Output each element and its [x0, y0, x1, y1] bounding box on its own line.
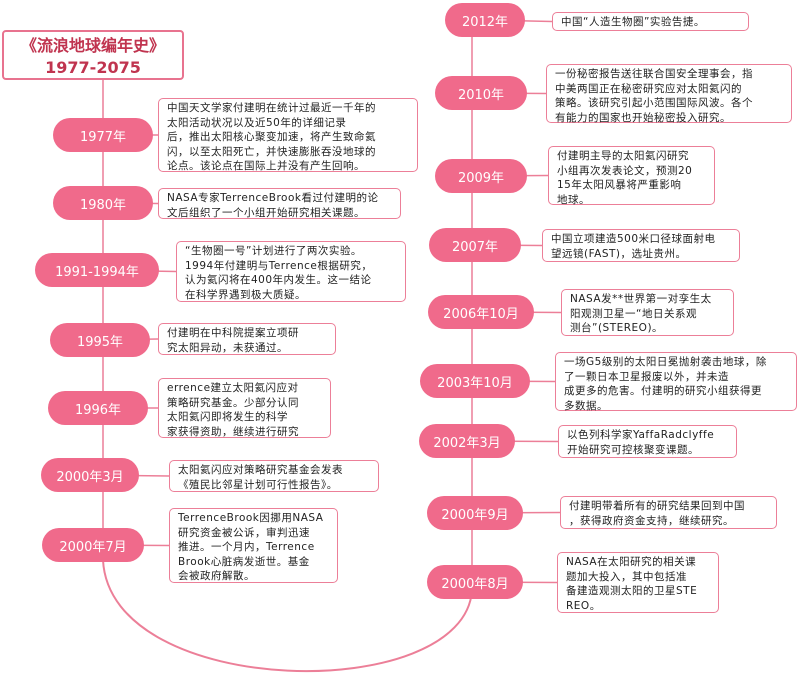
event-description: 中国天文学家付建明在统计过最近一千年的 太阳活动状况以及近50年的详细记录 后，…: [158, 98, 418, 172]
date-pill: 2012年: [445, 3, 525, 37]
event-description: NASA专家TerrenceBrook看过付建明的论 文后组织了一个小组开始研究…: [158, 188, 401, 219]
event-description: 付建明带着所有的研究结果回到中国 ，获得政府资金支持，继续研究。: [560, 496, 777, 529]
date-pill: 1977年: [53, 118, 153, 152]
date-pill: 2000年8月: [427, 565, 523, 599]
date-pill: 1980年: [53, 186, 153, 220]
event-description: 中国立项建造500米口径球面射电 望远镜(FAST)，选址贵州。: [542, 229, 740, 262]
date-pill: 2009年: [435, 159, 527, 193]
event-description: NASA在太阳研究的相关课 题加大投入，其中包括准 备建造观测太阳的卫星STE …: [557, 552, 719, 613]
title-years: 1977-2075: [45, 58, 141, 77]
event-description: errence建立太阳氦闪应对 策略研究基金。少部分认同 太阳氦闪即将发生的科学…: [158, 378, 331, 438]
event-description: 以色列科学家YaffaRadclyffe 开始研究可控核聚变课题。: [558, 425, 737, 458]
event-description: “生物圈一号”计划进行了两次实验。 1994年付建明与Terrence根据研究，…: [176, 241, 406, 302]
event-description: 中国“人造生物圈”实验告捷。: [552, 12, 749, 31]
date-pill: 2007年: [429, 228, 521, 262]
date-pill: 1995年: [50, 323, 150, 357]
event-description: 一场G5级别的太阳日冕抛射袭击地球，除 了一颗日本卫星报废以外，并未造 成更多的…: [555, 352, 797, 412]
event-description: NASA发**世界第一对孪生太 阳观测卫星一“地日关系观 测台”(STEREO)…: [561, 289, 734, 336]
date-pill: 1991-1994年: [35, 253, 159, 287]
date-pill: 2002年3月: [419, 424, 515, 458]
title-name: 《流浪地球编年史》: [20, 36, 165, 55]
event-description: 太阳氦闪应对策略研究基金会发表 《殖民比邻星计划可行性报告》。: [169, 460, 379, 492]
event-description: TerrenceBrook因挪用NASA 研究资金被公诉，审判迅速 推进。一个月…: [169, 508, 338, 583]
date-pill: 1996年: [48, 391, 148, 425]
date-pill: 2003年10月: [420, 364, 530, 398]
event-description: 付建明主导的太阳氦闪研究 小组再次发表论文，预测20 15年太阳风暴将严重影响 …: [548, 146, 715, 206]
event-description: 一份秘密报告送往联合国安全理事会，指 中美两国正在秘密研究应对太阳氦闪的 策略。…: [546, 64, 792, 124]
event-description: 付建明在中科院提案立项研 究太阳异动，未获通过。: [158, 323, 336, 355]
date-pill: 2000年3月: [41, 458, 139, 492]
date-pill: 2000年7月: [42, 528, 144, 562]
bottom-curve: [102, 559, 473, 672]
diagram-title: 《流浪地球编年史》 1977-2075: [2, 30, 184, 80]
date-pill: 2006年10月: [428, 295, 534, 329]
date-pill: 2010年: [435, 76, 527, 110]
date-pill: 2000年9月: [427, 496, 523, 530]
